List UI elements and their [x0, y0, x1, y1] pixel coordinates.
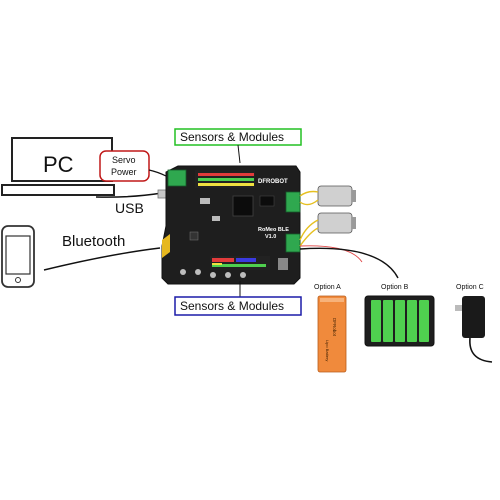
bottom-modules-box	[174, 296, 302, 316]
board-version: V1.0	[265, 234, 276, 240]
board-brand: DFROBOT	[258, 179, 288, 185]
wall-adapter	[455, 296, 493, 363]
aa-battery-holder	[364, 295, 435, 347]
pc-label: PC	[43, 152, 74, 177]
lipo-text-1: DFRobot	[332, 318, 337, 337]
board-model: RoMeo BLE	[258, 227, 289, 233]
bluetooth-label: Bluetooth	[62, 233, 125, 250]
motor-1	[299, 185, 356, 207]
servo-power-wire	[148, 169, 167, 177]
lipo-battery-pack	[317, 295, 347, 373]
top-modules-label: Sensors & Modules	[180, 130, 284, 144]
option-a-label: Option A	[314, 284, 341, 291]
top-modules-pointer	[237, 144, 241, 164]
power-lead-black	[299, 247, 399, 279]
phone-icon	[1, 225, 35, 288]
bluetooth-link	[43, 247, 161, 271]
servo-power-line2: Power	[111, 167, 137, 177]
servo-power-box	[99, 150, 150, 182]
option-b-label: Option B	[381, 284, 409, 291]
romeo-board	[161, 165, 301, 285]
usb-cable	[95, 192, 163, 198]
mcu-chip	[232, 195, 254, 217]
motor-2	[299, 212, 356, 247]
bottom-modules-label: Sensors & Modules	[180, 299, 284, 313]
servo-power-line1: Servo	[112, 155, 136, 165]
option-c-label: Option C	[456, 284, 484, 291]
motor-terminal-2	[285, 233, 301, 253]
pc-icon	[1, 137, 115, 196]
usb-label: USB	[115, 200, 144, 216]
power-terminal	[167, 169, 187, 187]
lipo-text-2: Lipo Battery	[325, 340, 330, 361]
motor-terminal-1	[285, 191, 301, 213]
